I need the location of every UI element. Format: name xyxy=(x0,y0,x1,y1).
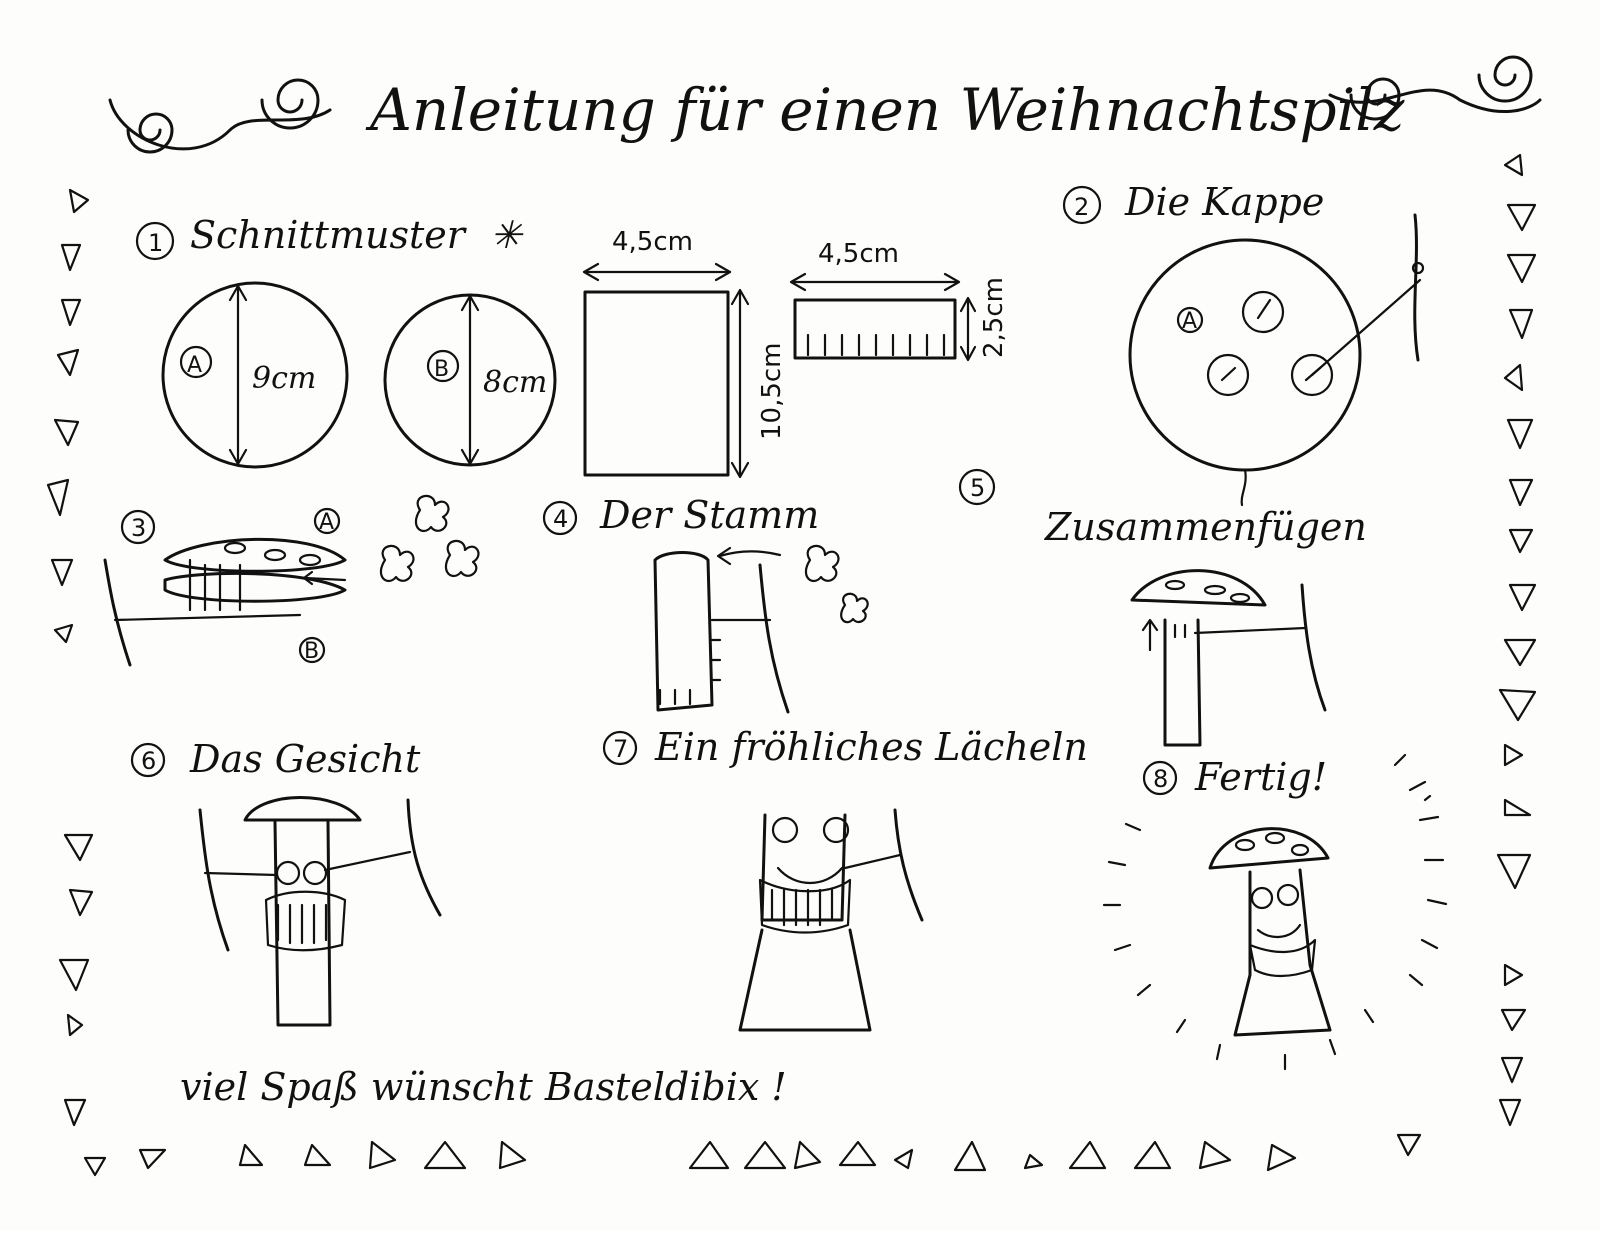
step-5: 5 Zusammenfügen xyxy=(958,468,1367,747)
cap-letter-a: A xyxy=(1182,309,1197,334)
step-3-letter-b: B xyxy=(304,639,319,664)
step-2-label: Die Kappe xyxy=(1124,180,1324,224)
step-8-number: 8 xyxy=(1153,765,1168,793)
rect-large-height: 10,5cm xyxy=(757,342,787,440)
title-swirl-right xyxy=(1328,55,1542,121)
step-7-number: 7 xyxy=(613,735,628,763)
pattern-circle-a: A 9cm xyxy=(161,281,349,469)
step-7-label: Ein fröhliches Lächeln xyxy=(654,725,1088,769)
step-3-letter-a: A xyxy=(319,510,334,535)
right-border-triangles xyxy=(1496,153,1537,1127)
step-2-header: 2 Die Kappe xyxy=(1062,180,1324,225)
sparkle-lines xyxy=(1102,753,1448,1071)
closing-message: viel Spaß wünscht Basteldibix ! xyxy=(180,1065,787,1109)
pattern-rect-small: 4,5cm 2,5cm xyxy=(789,239,1009,362)
step-6-number: 6 xyxy=(141,747,156,775)
star-mark: ✳ xyxy=(490,213,524,257)
step-4: 4 Der Stamm xyxy=(542,493,869,714)
cap-drawing: A xyxy=(1128,213,1425,507)
step-3: 3 A B xyxy=(103,494,480,667)
step-1-label: Schnittmuster xyxy=(190,213,468,257)
step-4-number: 4 xyxy=(553,505,568,533)
step-8-label: Fertig! xyxy=(1194,755,1327,799)
step-5-label: Zusammenfügen xyxy=(1044,505,1367,549)
left-border-triangles xyxy=(46,188,94,1127)
step-4-label: Der Stamm xyxy=(599,493,819,537)
bottom-border-triangles xyxy=(83,1133,1422,1177)
step-7: 7 Ein fröhliches Lächeln xyxy=(602,725,1088,1032)
circle-a-size: 9cm xyxy=(252,361,316,396)
step-6-label: Das Gesicht xyxy=(189,737,421,781)
pattern-circle-b: B 8cm xyxy=(383,293,557,467)
step-8: 8 Fertig! xyxy=(1102,753,1448,1071)
step-5-number: 5 xyxy=(970,474,985,502)
pattern-rect-large: 4,5cm 10,5cm xyxy=(582,227,787,479)
step-2-number: 2 xyxy=(1074,193,1089,221)
rect-large-width: 4,5cm xyxy=(612,227,693,257)
step-1-header: 1 Schnittmuster ✳ xyxy=(135,213,524,261)
rect-small-width: 4,5cm xyxy=(818,239,899,269)
step-1-number: 1 xyxy=(148,229,163,257)
step-3-number: 3 xyxy=(131,514,146,542)
page-title: Anleitung für einen Weihnachtspilz xyxy=(365,76,1405,144)
circle-a-letter: A xyxy=(187,353,202,378)
title-swirl-left xyxy=(108,78,332,154)
circle-b-letter: B xyxy=(434,357,449,382)
circle-b-size: 8cm xyxy=(483,365,547,400)
step-6: 6 Das Gesicht xyxy=(130,737,442,1027)
rect-small-height: 2,5cm xyxy=(979,277,1009,358)
